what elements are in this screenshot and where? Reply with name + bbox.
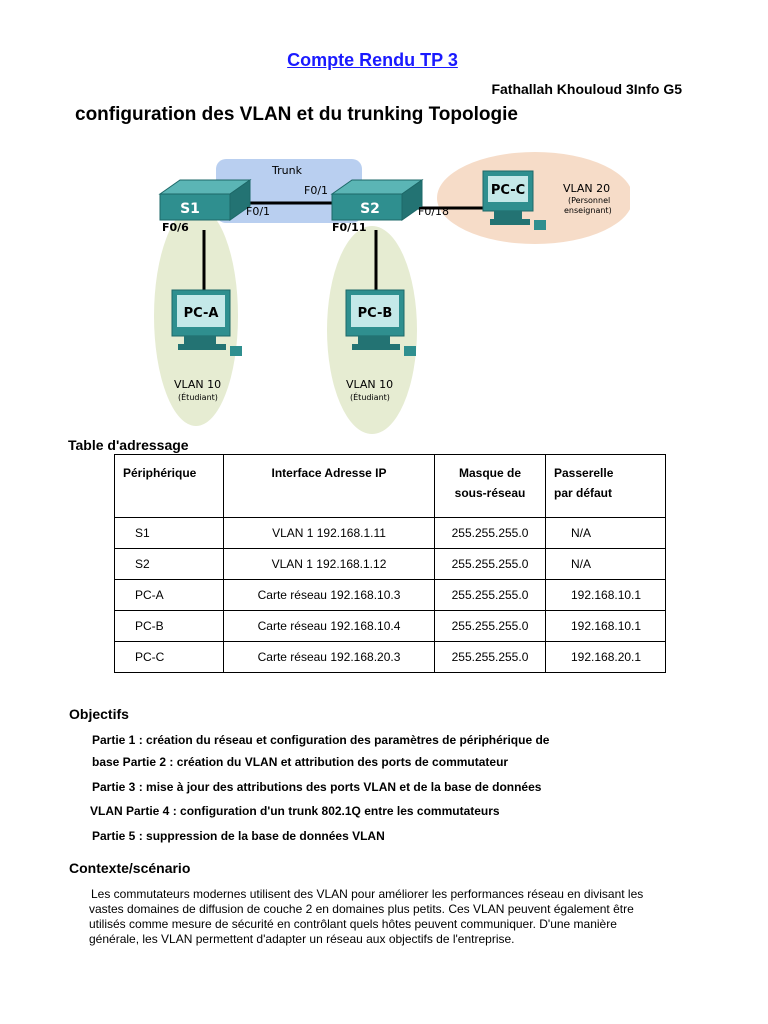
cell-mask: 255.255.255.0 (434, 610, 546, 642)
port-s2-f011-label: F0/11 (332, 221, 367, 234)
table-row: PC-A Carte réseau 192.168.10.3 255.255.2… (114, 579, 666, 611)
cell-gateway: 192.168.20.1 (545, 641, 666, 673)
pc-b-icon: PC-B (345, 289, 416, 356)
author-line: Fathallah Khouloud 3Info G5 (491, 81, 682, 97)
cell-mask: 255.255.255.0 (434, 517, 546, 549)
cell-device: PC-A (114, 579, 224, 611)
context-line: générale, les VLAN permettent d'adapter … (89, 932, 515, 946)
pc-a-label: PC-A (184, 306, 219, 321)
vlan20-label: VLAN 20 (563, 182, 610, 195)
pc-c-label: PC-C (491, 183, 525, 198)
port-s1-f01-label: F0/1 (246, 205, 270, 218)
objective-item: Partie 3 : mise à jour des attributions … (92, 780, 542, 794)
s2-label: S2 (360, 201, 380, 217)
table-row: PC-C Carte réseau 192.168.20.3 255.255.2… (114, 641, 666, 673)
cell-device: PC-C (114, 641, 224, 673)
pc-c-icon: PC-C (482, 170, 546, 230)
objective-item: VLAN Partie 4 : configuration d'un trunk… (90, 804, 500, 818)
cell-interface: Carte réseau 192.168.10.4 (223, 610, 435, 642)
cell-mask: 255.255.255.0 (434, 548, 546, 580)
cell-device: S1 (114, 517, 224, 549)
context-line: utilisés comme mesure de sécurité en con… (89, 917, 617, 931)
port-s2-f018-label: F0/18 (418, 205, 449, 218)
cell-gateway: N/A (545, 517, 666, 549)
pc-b-label: PC-B (358, 306, 393, 321)
table-row: PC-B Carte réseau 192.168.10.4 255.255.2… (114, 610, 666, 642)
cell-mask: 255.255.255.0 (434, 641, 546, 673)
trunk-label: Trunk (271, 164, 303, 177)
vlan10-a-label: VLAN 10 (174, 378, 221, 391)
objective-item: Partie 1 : création du réseau et configu… (92, 733, 550, 747)
switch-s1-icon: S1 (158, 179, 252, 221)
vlan10-b-label: VLAN 10 (346, 378, 393, 391)
vlan10-b-desc: (Étudiant) (350, 391, 390, 402)
header-device: Périphérique (114, 454, 224, 518)
port-s2-f01-label: F0/1 (304, 184, 328, 197)
header-interface: Interface Adresse IP (223, 454, 435, 518)
cell-gateway: 192.168.10.1 (545, 579, 666, 611)
cell-interface: Carte réseau 192.168.20.3 (223, 641, 435, 673)
topology-diagram: S1 S2 PC-C PC-A PC-B Trunk F0/1 F0/1 F0/… (154, 152, 630, 434)
cell-mask: 255.255.255.0 (434, 579, 546, 611)
port-s1-f06-label: F0/6 (162, 221, 189, 234)
switch-s2-icon: S2 (330, 179, 424, 221)
cell-device: PC-B (114, 610, 224, 642)
cell-interface: Carte réseau 192.168.10.3 (223, 579, 435, 611)
table-row: S2 VLAN 1 192.168.1.12 255.255.255.0 N/A (114, 548, 666, 580)
cell-interface: VLAN 1 192.168.1.11 (223, 517, 435, 549)
document-title: Compte Rendu TP 3 (287, 50, 458, 70)
context-paragraph: Les commutateurs modernes utilisent des … (89, 887, 691, 947)
vlan10-a-desc: (Étudiant) (178, 391, 218, 402)
cell-device: S2 (114, 548, 224, 580)
table-header-row: Périphérique Interface Adresse IP Masque… (114, 454, 666, 518)
vlan20-desc-2: enseignant) (564, 206, 612, 215)
table-row: S1 VLAN 1 192.168.1.11 255.255.255.0 N/A (114, 517, 666, 549)
table-heading: Table d'adressage (68, 437, 189, 453)
cell-gateway: N/A (545, 548, 666, 580)
vlan20-desc-1: (Personnel (568, 196, 610, 205)
cell-gateway: 192.168.10.1 (545, 610, 666, 642)
document-subtitle: configuration des VLAN et du trunking To… (75, 104, 518, 125)
s1-label: S1 (180, 201, 200, 217)
objectives-heading: Objectifs (69, 706, 129, 722)
cell-interface: VLAN 1 192.168.1.12 (223, 548, 435, 580)
context-heading: Contexte/scénario (69, 860, 191, 876)
address-table: Périphérique Interface Adresse IP Masque… (114, 454, 666, 673)
trunk-zone (216, 159, 362, 223)
objective-item: base Partie 2 : création du VLAN et attr… (92, 755, 509, 769)
pc-a-icon: PC-A (171, 289, 242, 356)
context-line: Les commutateurs modernes utilisent des … (91, 887, 644, 901)
objective-item: Partie 5 : suppression de la base de don… (92, 829, 385, 843)
context-line: vastes domaines de diffusion de couche 2… (89, 902, 634, 916)
